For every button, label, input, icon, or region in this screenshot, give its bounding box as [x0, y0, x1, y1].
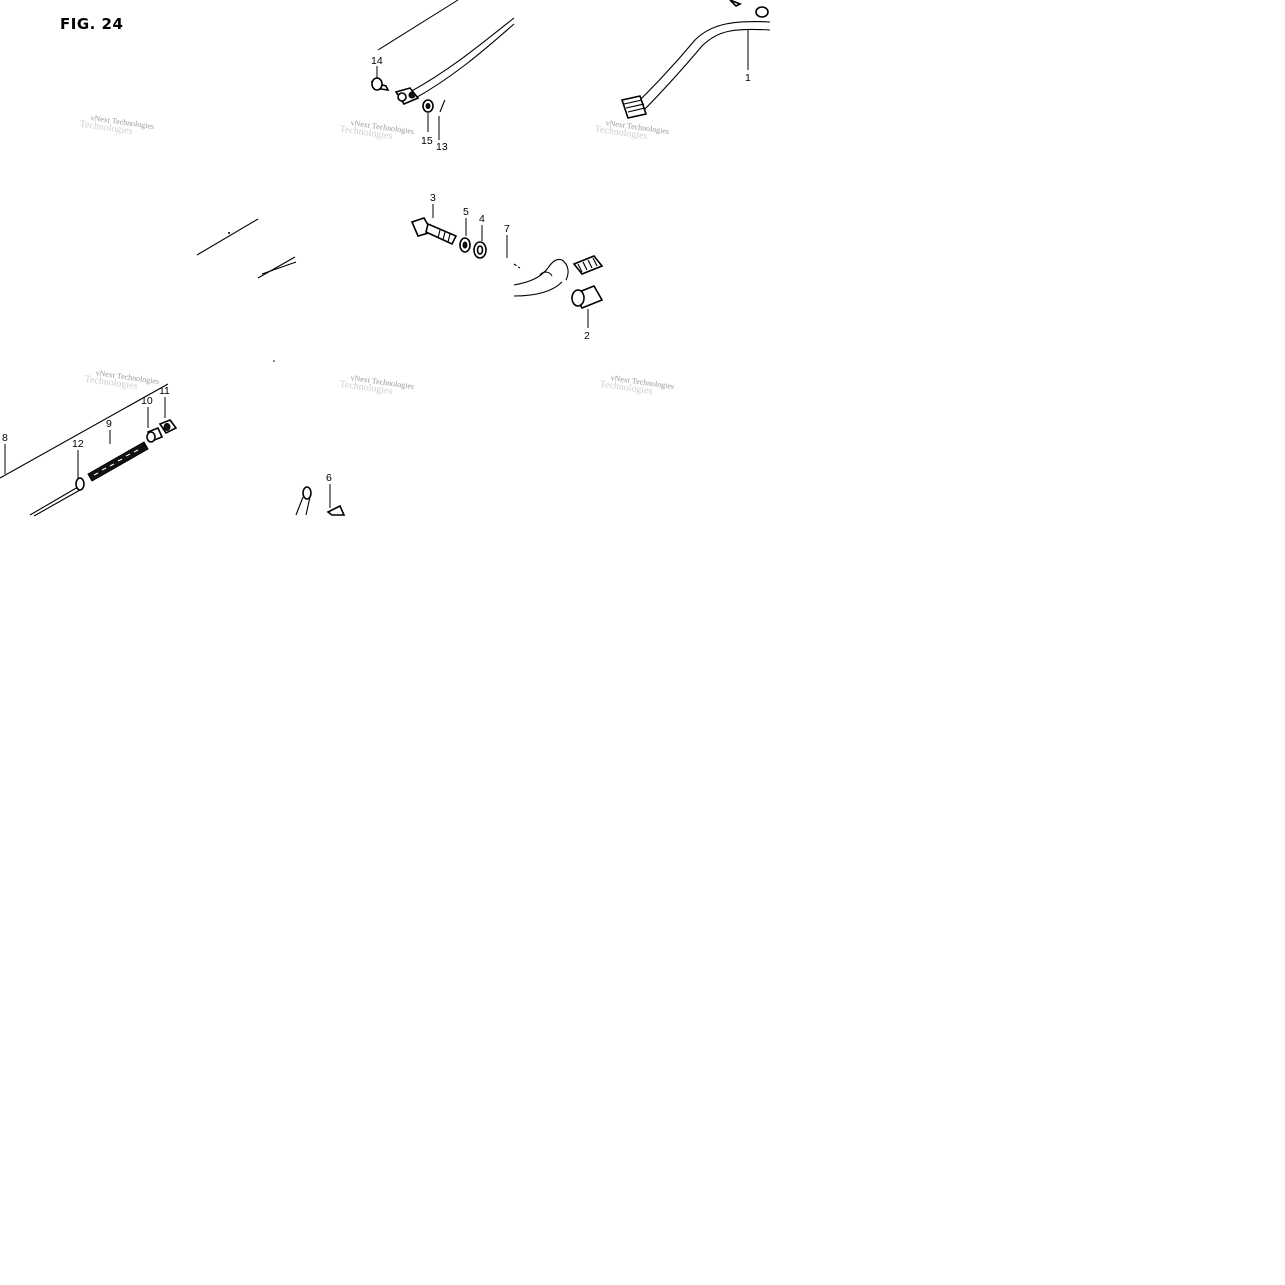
washer-part: [422, 99, 434, 113]
collar-part: [146, 407, 164, 443]
washer-part: [75, 450, 85, 491]
callout-label: 9: [106, 418, 112, 430]
return-spring-part: [196, 218, 297, 362]
callout-label: 7: [504, 223, 510, 235]
brake-pedal-part: [620, 0, 771, 119]
lock-washer-part: [473, 225, 487, 259]
callout-label: 10: [141, 395, 153, 407]
washer-part: [459, 218, 471, 253]
coil-spring-part: [87, 430, 149, 482]
stopper-part: [295, 484, 346, 516]
callout-label: 1: [745, 72, 751, 84]
adjusting-nut-part: [158, 397, 178, 435]
clevis-pin-part: [370, 77, 390, 92]
callout-labels: 1 2 3 4 5 6 7 8 9 10 11 12 13 14 15: [2, 55, 751, 484]
bushing-part: [571, 284, 604, 328]
callout-label: 4: [479, 213, 485, 225]
adjusting-rod-part: [0, 383, 169, 517]
clevis-part: [394, 87, 420, 105]
callout-label: 14: [371, 55, 383, 67]
callout-label: 3: [430, 192, 436, 204]
callout-label: 2: [584, 330, 590, 342]
callout-label: 12: [72, 438, 84, 450]
callout-label: 15: [421, 135, 433, 147]
callout-label: 8: [2, 432, 8, 444]
callout-label: 6: [326, 472, 332, 484]
figure-title: FIG. 24: [60, 15, 124, 33]
callout-label: 11: [159, 385, 170, 397]
callout-label: 13: [436, 141, 448, 153]
watermark: Technologies vNext Technologies Technolo…: [79, 113, 675, 397]
callout-label: 5: [463, 206, 469, 218]
brake-rod-assembly: [370, 0, 515, 140]
pivot-bolt-part: [410, 204, 458, 246]
cotter-pin-part: [439, 99, 446, 113]
frame-bracket-part: [506, 235, 604, 297]
